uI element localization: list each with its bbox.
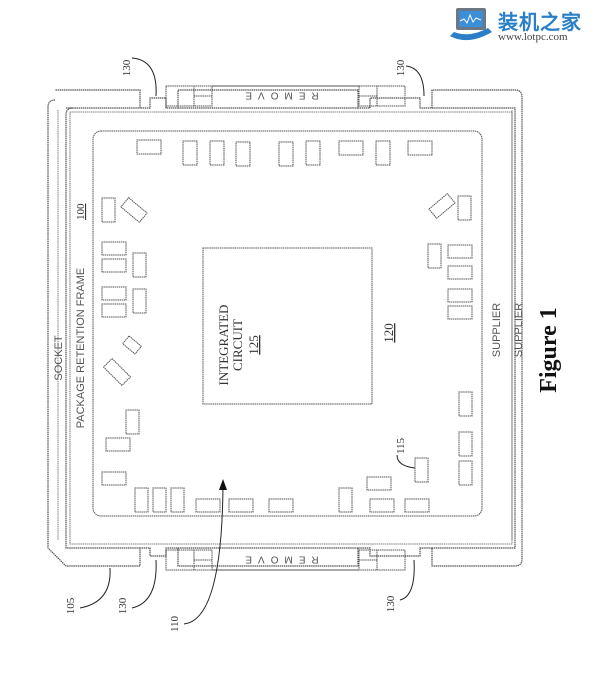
arrowhead-icon xyxy=(219,479,227,490)
remove-tab-bottom xyxy=(165,549,406,571)
retention-frame-label: PACKAGE RETENTION FRAME xyxy=(75,268,87,429)
remove-label-bottom: REMOVE xyxy=(239,554,318,565)
ref-130-bottom-left: 130 xyxy=(117,597,129,614)
remove-label-top: REMOVE xyxy=(239,90,318,101)
remove-tab-top xyxy=(165,85,406,107)
watermark-title: 装机之家 xyxy=(498,10,582,34)
substrate-ref-label: 120 xyxy=(381,323,396,343)
package-substrate xyxy=(92,130,483,517)
ic-ref-label: 125 xyxy=(246,335,261,355)
ic-label-line1: INTEGRATED xyxy=(216,305,231,386)
integrated-circuit-die xyxy=(202,247,373,405)
watermark-url: www.lotpc.com xyxy=(498,31,568,43)
socket-label: SOCKET xyxy=(53,335,65,381)
retention-frame-ref: 100 xyxy=(75,203,87,220)
passive-components xyxy=(101,139,473,513)
socket-outline xyxy=(47,89,523,567)
ref-105: 105 xyxy=(65,597,77,614)
retention-frame xyxy=(65,107,516,549)
supplier-label-inner: SUPPLIER xyxy=(513,303,525,357)
ref-110: 110 xyxy=(169,615,181,632)
ref-130-top-right: 130 xyxy=(395,59,407,76)
watermark-logo: 装机之家 www.lotpc.com xyxy=(448,4,598,46)
supplier-label-outer: SUPPLIER xyxy=(491,303,503,357)
monitor-icon xyxy=(450,8,492,41)
ic-label-line2: CIRCUIT xyxy=(230,319,245,371)
ref-130-bottom-right: 130 xyxy=(385,595,397,612)
component-ref-label: 115 xyxy=(395,437,407,454)
ref-130-top-left: 130 xyxy=(121,59,133,76)
figure-caption: Figure 1 xyxy=(536,307,562,393)
